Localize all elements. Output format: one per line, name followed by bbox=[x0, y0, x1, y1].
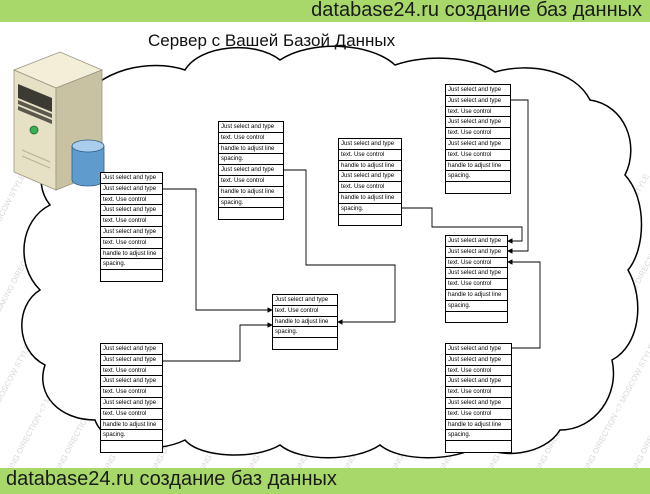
table-row[interactable]: spacing. bbox=[219, 198, 283, 209]
table-row[interactable]: handle to adjust line bbox=[446, 161, 510, 172]
table-row[interactable]: Just select and type bbox=[101, 398, 162, 409]
table-row[interactable]: text. Use control bbox=[446, 387, 511, 398]
table-row[interactable] bbox=[219, 208, 283, 219]
bottom-banner-text: database24.ru создание баз данных bbox=[6, 468, 337, 490]
table-row[interactable]: spacing. bbox=[339, 204, 401, 215]
table-row[interactable]: text. Use control bbox=[446, 279, 507, 290]
table-row[interactable]: Just select and type bbox=[101, 184, 162, 195]
table-row[interactable]: handle to adjust line bbox=[219, 187, 283, 198]
table-row[interactable] bbox=[101, 270, 162, 281]
table-row[interactable] bbox=[339, 215, 401, 226]
table-row[interactable]: Just select and type bbox=[219, 165, 283, 176]
table-row[interactable]: Just select and type bbox=[446, 117, 510, 129]
table-row[interactable]: Just select and type bbox=[101, 344, 162, 355]
table-row[interactable]: text. Use control bbox=[446, 258, 507, 269]
table-row[interactable]: spacing. bbox=[101, 430, 162, 442]
table-row[interactable]: Just select and type bbox=[101, 355, 162, 366]
table-row[interactable]: handle to adjust line bbox=[446, 290, 507, 301]
table-row[interactable]: handle to adjust line bbox=[101, 420, 162, 431]
table-row[interactable]: text. Use control bbox=[273, 306, 337, 317]
link-t2-t5 bbox=[253, 169, 396, 325]
table-row[interactable]: handle to adjust line bbox=[446, 420, 511, 431]
link-t4-t6 bbox=[507, 99, 529, 254]
table-row[interactable]: text. Use control bbox=[101, 387, 162, 398]
table-row[interactable]: text. Use control bbox=[339, 150, 401, 161]
top-banner-text: database24.ru создание баз данных bbox=[311, 0, 642, 21]
table-row[interactable]: spacing. bbox=[446, 430, 511, 442]
link-t3-t6 bbox=[402, 207, 523, 244]
table-row[interactable]: text. Use control bbox=[219, 133, 283, 144]
link-t1-t5 bbox=[163, 188, 273, 313]
table-row[interactable]: spacing. bbox=[101, 259, 162, 271]
table-row[interactable] bbox=[446, 182, 510, 193]
table-row[interactable]: Just select and type bbox=[446, 236, 507, 247]
table-row[interactable]: Just select and type bbox=[446, 398, 511, 409]
table-row[interactable]: handle to adjust line bbox=[339, 161, 401, 172]
table-row[interactable]: handle to adjust line bbox=[101, 249, 162, 260]
bottom-banner: database24.ru создание баз данных bbox=[0, 468, 650, 494]
link-t8-t6 bbox=[507, 259, 541, 349]
table-row[interactable]: Just select and type bbox=[446, 344, 511, 355]
table-row[interactable]: Just select and type bbox=[446, 268, 507, 280]
table-row[interactable]: Just select and type bbox=[446, 96, 510, 107]
table-row[interactable]: Just select and type bbox=[446, 355, 511, 366]
table-row[interactable]: Just select and type bbox=[101, 205, 162, 217]
table-row[interactable]: Just select and type bbox=[446, 85, 510, 96]
table-row[interactable]: text. Use control bbox=[101, 216, 162, 227]
table-row[interactable]: text. Use control bbox=[101, 409, 162, 420]
table-row[interactable]: Just select and type bbox=[446, 139, 510, 150]
table-row[interactable]: Just select and type bbox=[101, 376, 162, 388]
table-row[interactable]: Just select and type bbox=[219, 122, 283, 133]
table-row[interactable]: Just select and type bbox=[446, 247, 507, 258]
top-banner: database24.ru создание баз данных bbox=[0, 0, 650, 22]
table-row[interactable]: Just select and type bbox=[101, 173, 162, 184]
table-row[interactable]: Just select and type bbox=[339, 171, 401, 183]
table-row[interactable]: Just select and type bbox=[101, 227, 162, 238]
table-row[interactable]: Just select and type bbox=[273, 295, 337, 306]
table-row[interactable]: handle to adjust line bbox=[219, 144, 283, 155]
table-row[interactable] bbox=[273, 338, 337, 349]
table-row[interactable]: Just select and type bbox=[339, 139, 401, 150]
table-row[interactable]: spacing. bbox=[219, 154, 283, 166]
table-row[interactable]: text. Use control bbox=[446, 128, 510, 139]
table-row[interactable] bbox=[446, 441, 511, 452]
table-row[interactable]: handle to adjust line bbox=[273, 317, 337, 328]
link-t7-t5 bbox=[163, 322, 273, 362]
table-row[interactable]: text. Use control bbox=[446, 366, 511, 377]
table-row[interactable]: text. Use control bbox=[446, 409, 511, 420]
table-row[interactable]: text. Use control bbox=[101, 195, 162, 206]
table-row[interactable] bbox=[101, 441, 162, 452]
table-row[interactable]: spacing. bbox=[446, 171, 510, 183]
table-row[interactable]: text. Use control bbox=[219, 176, 283, 187]
table-row[interactable]: spacing. bbox=[273, 327, 337, 339]
diagram-title: Сервер с Вашей Базой Данных bbox=[148, 31, 396, 50]
table-row[interactable]: text. Use control bbox=[446, 107, 510, 118]
table-row[interactable] bbox=[446, 312, 507, 323]
table-row[interactable]: text. Use control bbox=[339, 182, 401, 193]
table-row[interactable]: text. Use control bbox=[101, 366, 162, 377]
table-row[interactable]: handle to adjust line bbox=[339, 193, 401, 204]
table-row[interactable]: text. Use control bbox=[446, 150, 510, 161]
table-row[interactable]: spacing. bbox=[446, 301, 507, 312]
table-row[interactable]: Just select and type bbox=[446, 376, 511, 388]
table-row[interactable]: text. Use control bbox=[101, 238, 162, 249]
